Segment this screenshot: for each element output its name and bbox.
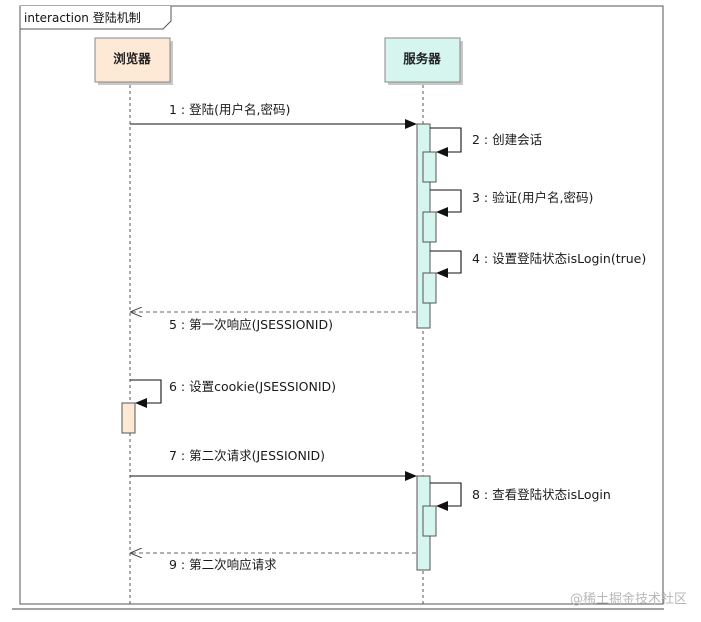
message-arrow-3 [430, 189, 462, 217]
participant-server [384, 37, 461, 83]
message-arrow-4 [430, 250, 462, 278]
frame-title-tab [19, 6, 172, 30]
participant-server-label: 服务器 [403, 51, 441, 66]
message-label-7: 7 : 第二次请求(JESSIONID) [169, 448, 325, 463]
participant-browser [94, 37, 171, 83]
activation-browser-1 [121, 402, 136, 434]
message-label-8: 8 : 查看登陆状态isLogin [472, 487, 611, 502]
message-label-3: 3 : 验证(用户名,密码) [472, 190, 593, 205]
message-label-5: 5 : 第一次响应(JSESSIONID) [169, 317, 333, 332]
activation-server-2a [422, 505, 437, 537]
frame-title: interaction 登陆机制 [24, 10, 141, 25]
message-arrow-8 [430, 482, 462, 511]
message-label-9: 9 : 第二次响应请求 [169, 557, 277, 572]
message-label-2: 2 : 创建会话 [472, 132, 542, 147]
activation-server-1c [422, 272, 437, 304]
message-label-6: 6 : 设置cookie(JSESSIONID) [169, 379, 336, 394]
message-label-1: 1 : 登陆(用户名,密码) [169, 102, 290, 117]
participant-browser-label: 浏览器 [113, 51, 151, 66]
activation-server-1b [422, 211, 437, 243]
message-arrow-6 [130, 379, 162, 408]
watermark: @稀土掘金技术社区 [569, 592, 687, 607]
interaction-frame [19, 5, 664, 605]
message-label-4: 4 : 设置登陆状态isLogin(true) [472, 251, 646, 266]
activation-server-1a [422, 151, 437, 183]
message-arrow-2 [430, 127, 462, 157]
